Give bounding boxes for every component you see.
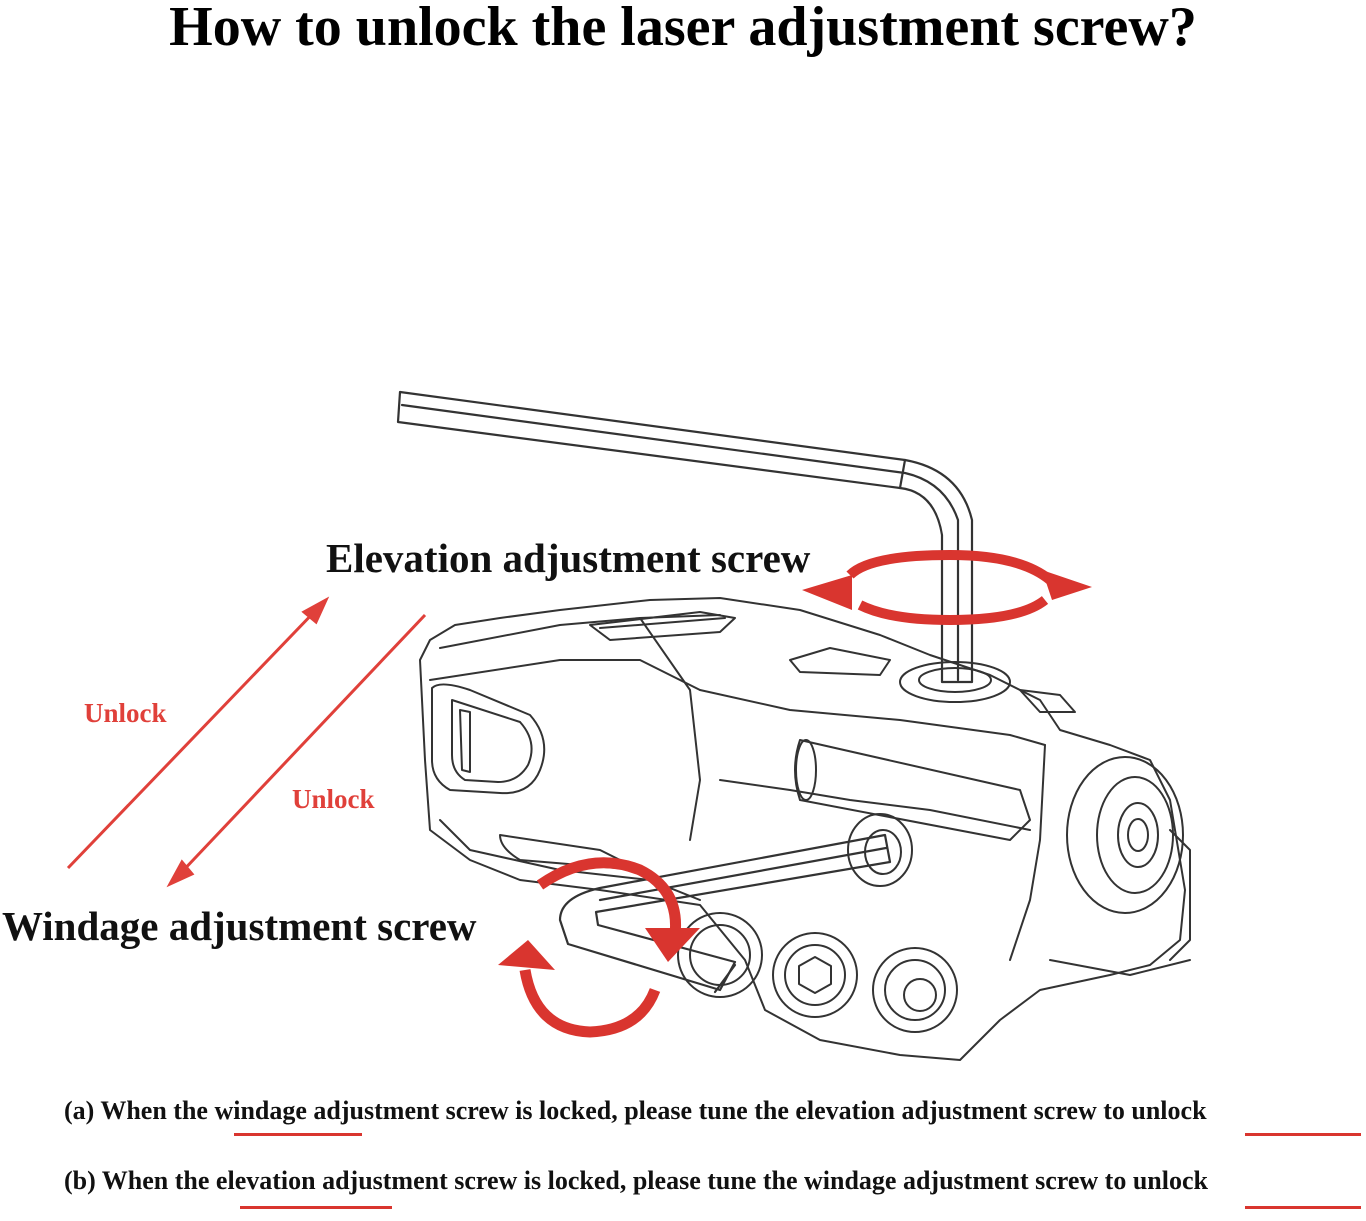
unlock-label-up: Unlock [84, 698, 167, 728]
elevation-hex-key [396, 390, 974, 684]
note-a-underline-windage [234, 1133, 362, 1136]
note-a: (a) When the windage adjustment screw is… [64, 1096, 1207, 1125]
unlock-label-down: Unlock [292, 784, 375, 814]
page-title: How to unlock the laser adjustment screw… [169, 0, 1197, 58]
windage-hex-key [558, 833, 892, 994]
laser-body [419, 597, 1191, 1061]
elevation-rotation-arrow [846, 549, 1054, 626]
windage-rotation-arrow [519, 857, 682, 1038]
note-a-underline-unlock [1245, 1133, 1361, 1136]
elevation-screw-label: Elevation adjustment screw [326, 535, 811, 581]
note-b: (b) When the elevation adjustment screw … [64, 1166, 1208, 1195]
windage-screw-label: Windage adjustment screw [2, 903, 477, 949]
note-b-underline-unlock [1245, 1206, 1361, 1209]
unlock-arrows [66, 596, 427, 888]
note-b-underline-elevation [240, 1206, 392, 1209]
